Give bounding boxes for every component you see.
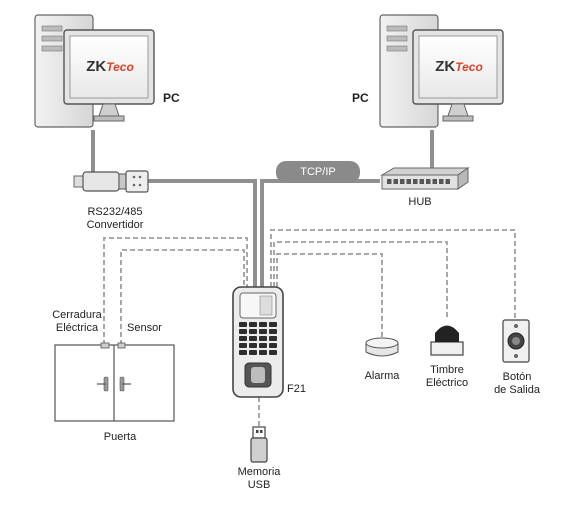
hub-port	[406, 179, 411, 184]
door-label: Puerta	[103, 431, 137, 443]
tcp-ip-bubble	[276, 161, 360, 183]
pc-left-logo: ZKTeco	[86, 58, 134, 75]
lock-label: Cerradura Eléctrica	[42, 309, 112, 335]
exit-button-label-line1: Botón	[502, 371, 532, 383]
lock-label-line2: Eléctrica	[55, 322, 99, 334]
door	[54, 342, 175, 422]
bell-label: Timbre Eléctrico	[416, 364, 478, 390]
keypad-key	[239, 336, 247, 341]
keypad-key	[249, 343, 257, 348]
usb-label: Memoria USB	[226, 466, 292, 492]
keypad-key	[249, 336, 257, 341]
hub-port	[419, 179, 424, 184]
hub-port	[393, 179, 398, 184]
usb-label-line1: Memoria	[237, 466, 281, 478]
lock-label-line1: Cerradura	[52, 309, 102, 321]
bell-label-line2: Eléctrico	[425, 377, 469, 389]
keypad-key	[269, 336, 277, 341]
usb-icon	[250, 426, 268, 463]
keypad-key	[249, 329, 257, 334]
hub-port	[445, 179, 450, 184]
keypad-key	[239, 343, 247, 348]
alarm-icon	[365, 337, 399, 357]
hub-port	[400, 179, 405, 184]
hub-port	[413, 179, 418, 184]
f21-keypad	[239, 322, 277, 355]
hub-label: HUB	[408, 196, 432, 208]
keypad-key	[249, 322, 257, 327]
keypad-key	[249, 350, 257, 355]
hub-port	[439, 179, 444, 184]
hub-to-device-cable	[260, 179, 380, 287]
pc-right-logo: ZKTeco	[435, 58, 483, 75]
keypad-key	[259, 322, 267, 327]
sensor-label: Sensor	[127, 322, 162, 334]
f21-terminal	[232, 286, 284, 398]
hub-port	[426, 179, 431, 184]
pc-right-label: PC	[352, 91, 369, 105]
pc-left-label: PC	[163, 91, 180, 105]
keypad-key	[269, 350, 277, 355]
keypad-key	[259, 343, 267, 348]
exit-button-label: Botón de Salida	[484, 371, 550, 397]
alarm-label: Alarma	[364, 370, 400, 382]
hub-port	[387, 179, 392, 184]
keypad-key	[269, 329, 277, 334]
keypad-key	[259, 350, 267, 355]
sensor-icon	[117, 342, 126, 349]
converter-label-line1: RS232/485	[87, 206, 143, 218]
exit-button-label-line2: de Salida	[494, 384, 540, 396]
keypad-key	[239, 322, 247, 327]
hub-ports	[387, 179, 450, 184]
keypad-key	[259, 336, 267, 341]
bell-icon	[430, 325, 464, 356]
hub-port	[432, 179, 437, 184]
dashed-wiring	[103, 229, 516, 427]
lock-icon	[100, 342, 110, 349]
converter-label: RS232/485 Convertidor	[70, 206, 160, 232]
keypad-key	[269, 343, 277, 348]
hub-icon	[380, 167, 470, 190]
pc-right-screen	[418, 35, 498, 99]
bell-label-line1: Timbre	[430, 364, 464, 376]
device-label: F21	[287, 383, 306, 395]
exit-button-icon	[502, 319, 530, 363]
keypad-key	[239, 350, 247, 355]
converter-to-device-cable	[148, 179, 257, 287]
converter-label-line2: Convertidor	[86, 219, 144, 231]
keypad-key	[269, 322, 277, 327]
pc-left-screen	[69, 35, 149, 99]
usb-label-line2: USB	[247, 479, 271, 491]
pc-right	[379, 14, 504, 128]
keypad-key	[259, 329, 267, 334]
pc-left	[34, 14, 155, 128]
tcp-ip-label: TCP/IP	[300, 166, 336, 178]
converter-icon	[73, 170, 149, 193]
keypad-key	[239, 329, 247, 334]
